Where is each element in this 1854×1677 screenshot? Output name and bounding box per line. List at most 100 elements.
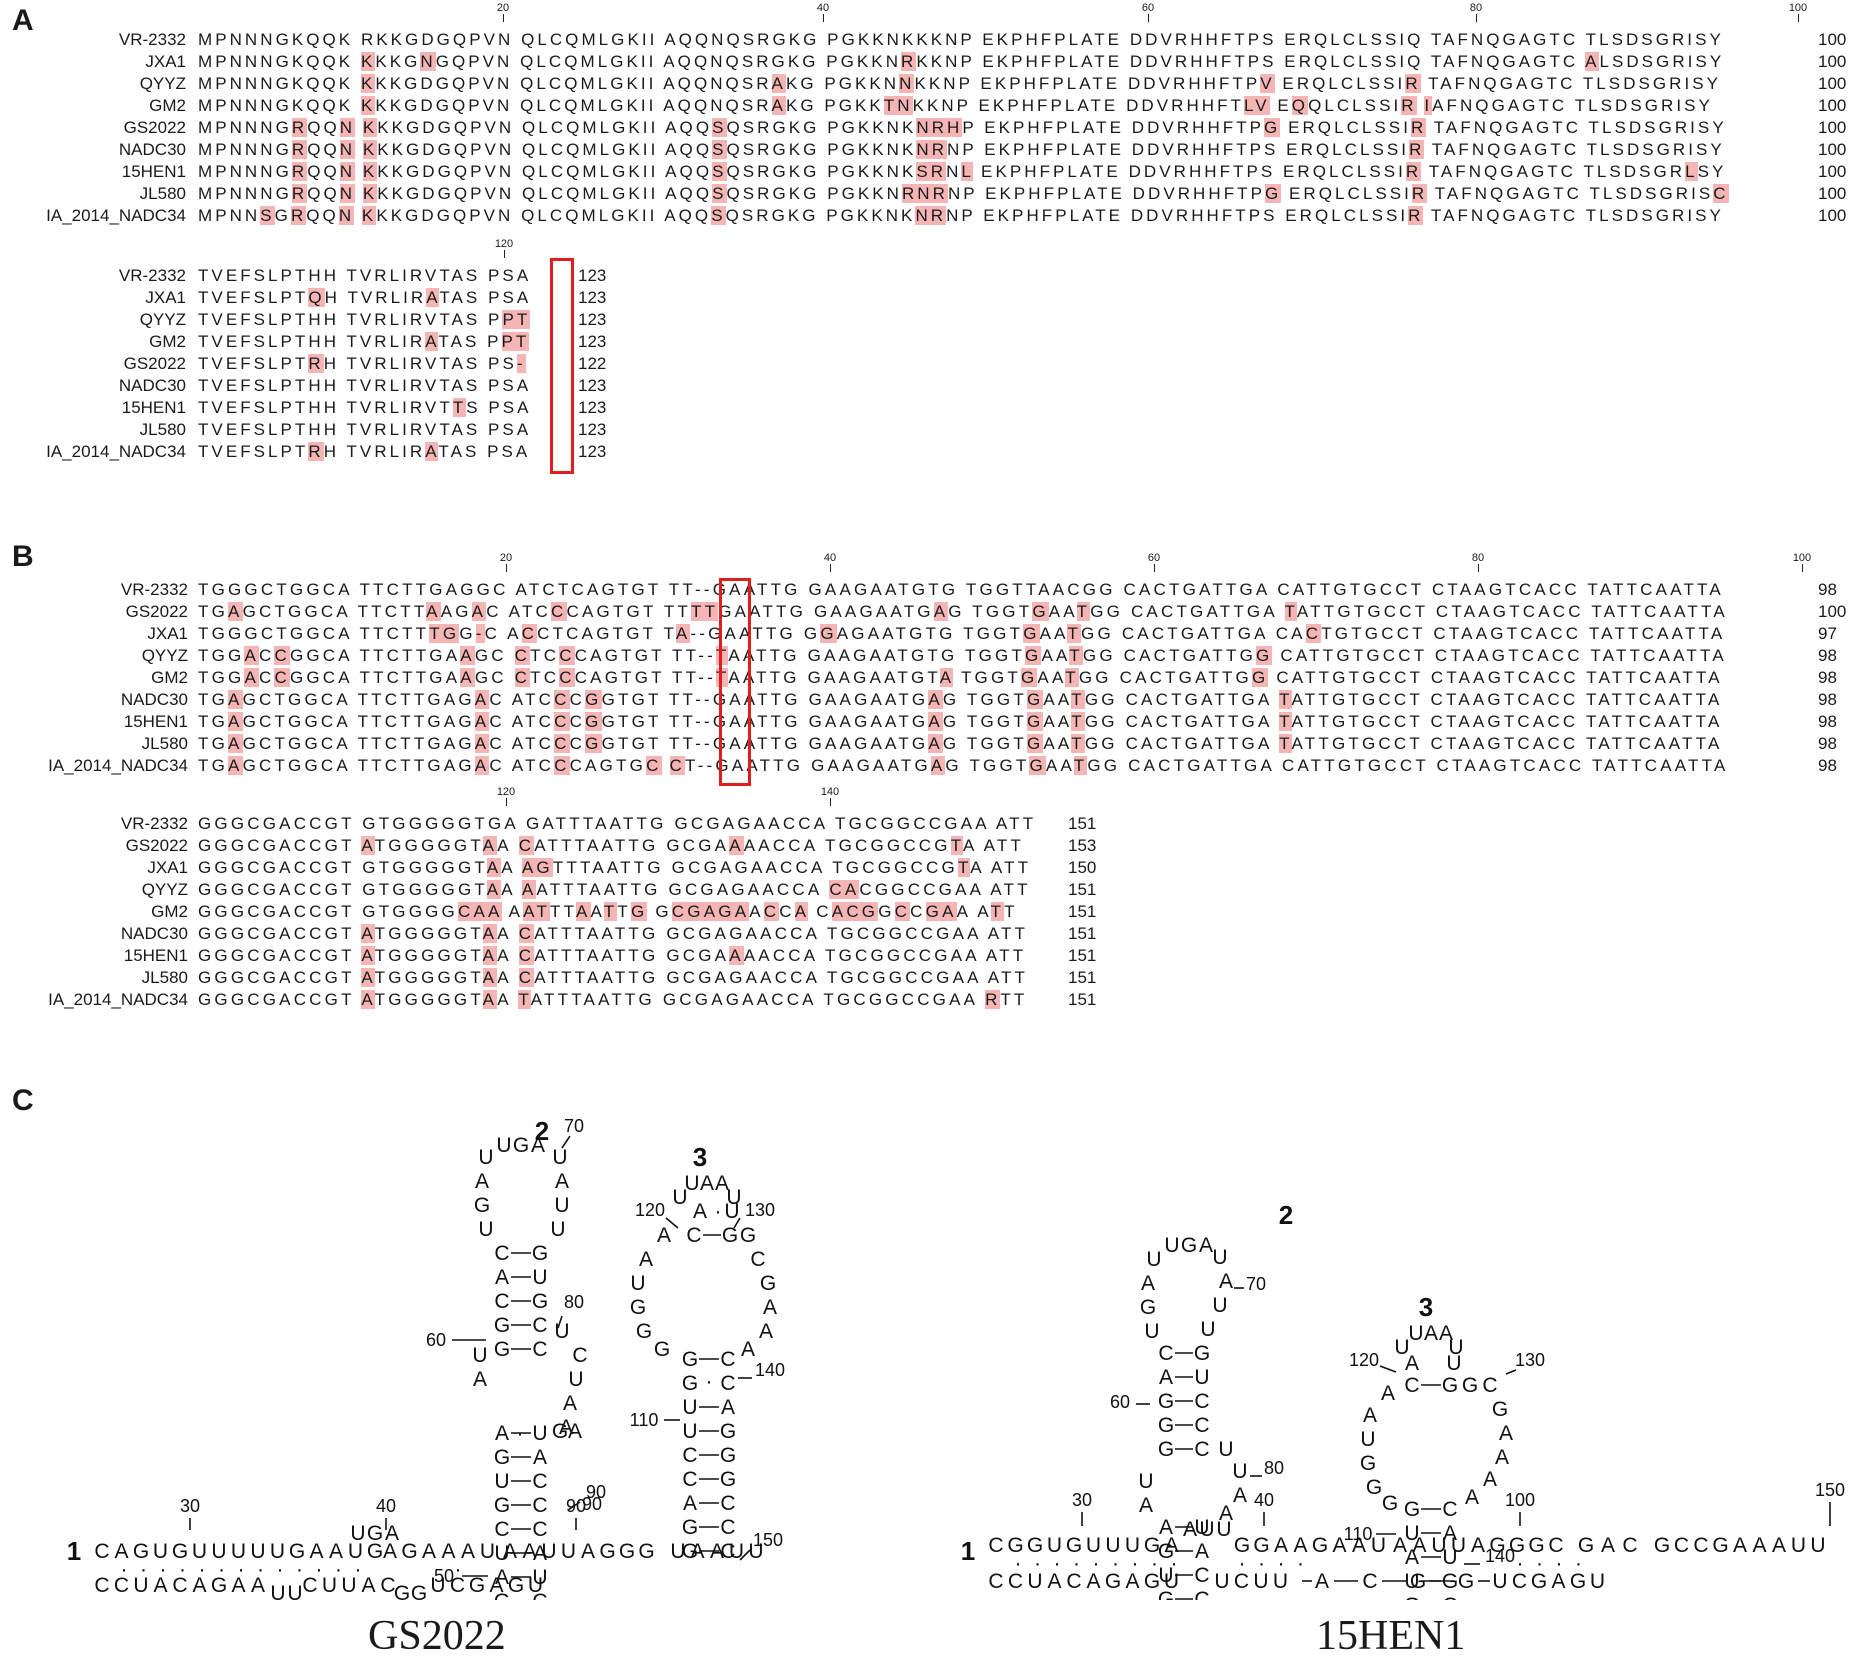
sequence-name: GM2 xyxy=(151,668,188,687)
nucleotide: · xyxy=(517,1422,524,1445)
sequence-length: 123 xyxy=(578,266,607,285)
nucleotide: C xyxy=(532,1590,547,1600)
nucleotide: U xyxy=(630,1272,645,1295)
nucleotide: A xyxy=(1465,1486,1479,1509)
nucleotide: U xyxy=(287,1582,302,1600)
nucleotide: A xyxy=(741,1338,755,1361)
nucleotide: C xyxy=(720,1516,735,1539)
nucleotide: U xyxy=(1200,1318,1215,1341)
nucleotide: C xyxy=(532,1518,547,1541)
sequence-length: 100 xyxy=(1818,140,1847,159)
nucleotide: U xyxy=(1791,1534,1806,1557)
nucleotide: U xyxy=(1408,1322,1423,1345)
base-pair-dot: · xyxy=(238,1558,245,1581)
nucleotide: U xyxy=(1164,1234,1179,1257)
sequence-residues: MPNNNGRQQN KKKGDGQPVN QLCQMLGKII AQQSQSR… xyxy=(198,118,1727,137)
sequence-length: 98 xyxy=(1818,580,1837,599)
nucleotide: C xyxy=(532,1470,547,1493)
sequence-name: JL580 xyxy=(139,420,186,439)
base-pair-dot: · xyxy=(1093,1552,1100,1575)
nucleotide: C xyxy=(114,1574,129,1597)
nucleotide: G xyxy=(172,1540,188,1563)
nucleotide: U xyxy=(341,1574,356,1597)
sequence-residues: TVEFSLPTHH TVRLIRVTAS PSA xyxy=(198,420,532,439)
nucleotide: U xyxy=(1360,1428,1375,1451)
nucleotide: A xyxy=(533,1446,547,1469)
stem-label: 3 xyxy=(693,1142,707,1172)
nucleotide: C xyxy=(1512,1570,1527,1593)
nucleotide: U xyxy=(552,1146,567,1169)
stem-label: 1 xyxy=(67,1536,81,1566)
nucleotide: A xyxy=(1393,1534,1407,1557)
nucleotide: A xyxy=(1293,1534,1307,1557)
sequence-name: NADC30 xyxy=(120,924,188,943)
nucleotide: U xyxy=(1431,1534,1446,1557)
nucleotide: U xyxy=(1446,1352,1461,1375)
position-tick: 120 xyxy=(484,238,524,258)
sequence-length: 151 xyxy=(1068,880,1097,899)
sequence-residues: TVEFSLPTHH TVRLIRVTAS PPT xyxy=(198,310,531,329)
sequence-length: 98 xyxy=(1818,646,1837,665)
sequence-name: VR-2332 xyxy=(118,30,186,49)
nucleotide: C xyxy=(1622,1534,1637,1557)
sequence-length: 151 xyxy=(1068,814,1097,833)
position-tick: 80 xyxy=(1458,552,1498,572)
base-pair-dot: · xyxy=(455,1558,462,1581)
nucleotide: U xyxy=(1105,1534,1120,1557)
nucleotide: A xyxy=(1499,1422,1513,1445)
position-label: 90 xyxy=(582,1494,602,1514)
nucleotide: C xyxy=(1194,1390,1209,1413)
sequence-length: 151 xyxy=(1068,990,1097,1009)
position-tick xyxy=(739,1549,751,1561)
nucleotide: A xyxy=(489,1574,503,1597)
caption-gs2022: GS2022 xyxy=(368,1613,506,1659)
sequence-length: 123 xyxy=(578,332,607,351)
nucleotide: A xyxy=(715,1172,729,1195)
position-label: 140 xyxy=(1485,1546,1515,1566)
sequence-residues: GGGCGACCGT ATGGGGGTAA CATTTAATTG GCGAAAA… xyxy=(198,836,1025,855)
nucleotide: G xyxy=(1442,1374,1458,1397)
base-pair-dot: · xyxy=(1073,1552,1080,1575)
base-pair-dot: · xyxy=(257,1558,264,1581)
nucleotide: A xyxy=(1159,1516,1173,1539)
sequence-name: GS2022 xyxy=(125,836,188,855)
nucleotide: G xyxy=(1360,1452,1376,1475)
nucleotide: A xyxy=(555,1170,569,1193)
nucleotide: G xyxy=(682,1348,698,1371)
nucleotide: C xyxy=(988,1534,1003,1557)
position-tick: 40 xyxy=(803,2,843,22)
nucleotide: U xyxy=(1810,1534,1825,1557)
sequence-residues: MPNNSGRQQN KKKGDGQPVN QLCQMLGKII AQQSQSR… xyxy=(198,206,1724,225)
nucleotide: G xyxy=(638,1540,654,1563)
nucleotide: A xyxy=(461,1540,475,1563)
nucleotide: U xyxy=(153,1540,168,1563)
nucleotide: C xyxy=(1674,1534,1689,1557)
sequence-length: 97 xyxy=(1818,624,1837,643)
nucleotide: G xyxy=(474,1194,490,1217)
nucleotide: A xyxy=(683,1492,697,1515)
nucleotide: U xyxy=(748,1540,763,1563)
nucleotide: U xyxy=(532,1266,547,1289)
sequence-length: 100 xyxy=(1818,602,1847,621)
nucleotide: A xyxy=(1274,1534,1288,1557)
position-label: 30 xyxy=(1072,1490,1092,1510)
nucleotide: U xyxy=(1199,1518,1214,1541)
base-pair-dot: · xyxy=(179,1558,186,1581)
sequence-residues: TVEFSLPTHH TVRLIRVTAS PSA xyxy=(198,266,532,285)
nucleotide: U xyxy=(1371,1534,1386,1557)
nucleotide: U xyxy=(1253,1570,1268,1593)
nucleotide: U xyxy=(133,1574,148,1597)
sequence-length: 100 xyxy=(1818,184,1847,203)
sequence-length: 100 xyxy=(1818,162,1847,181)
stem-label: 2 xyxy=(535,1116,549,1146)
nucleotide: A xyxy=(329,1540,343,1563)
position-label: 100 xyxy=(1505,1490,1535,1510)
nucleotide: G xyxy=(1404,1594,1420,1600)
